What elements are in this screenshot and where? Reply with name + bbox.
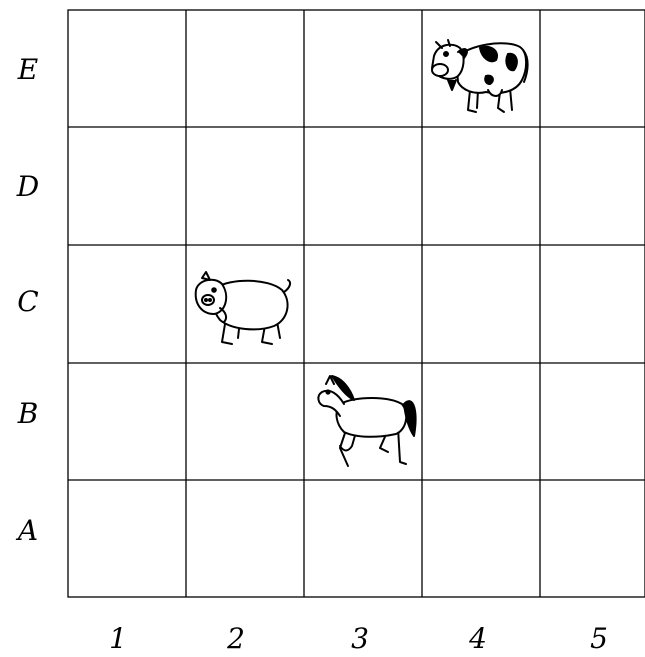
row-label-c: C — [17, 285, 38, 318]
row-label-e: E — [17, 53, 38, 86]
grid — [68, 10, 645, 597]
column-label-1: 1 — [109, 622, 127, 655]
cow-icon — [432, 40, 528, 112]
horse-icon — [318, 376, 415, 466]
grid-border — [68, 10, 645, 597]
column-label-5: 5 — [590, 622, 608, 655]
row-label-b: B — [17, 397, 39, 430]
row-labels: E D C B A — [15, 53, 39, 547]
column-label-3: 3 — [351, 622, 369, 655]
row-label-d: D — [16, 170, 39, 203]
column-labels: 1 2 3 4 5 — [109, 622, 608, 655]
column-label-4: 4 — [468, 622, 487, 655]
pig-icon — [196, 272, 290, 344]
row-label-a: A — [15, 514, 38, 547]
column-label-2: 2 — [226, 622, 245, 655]
